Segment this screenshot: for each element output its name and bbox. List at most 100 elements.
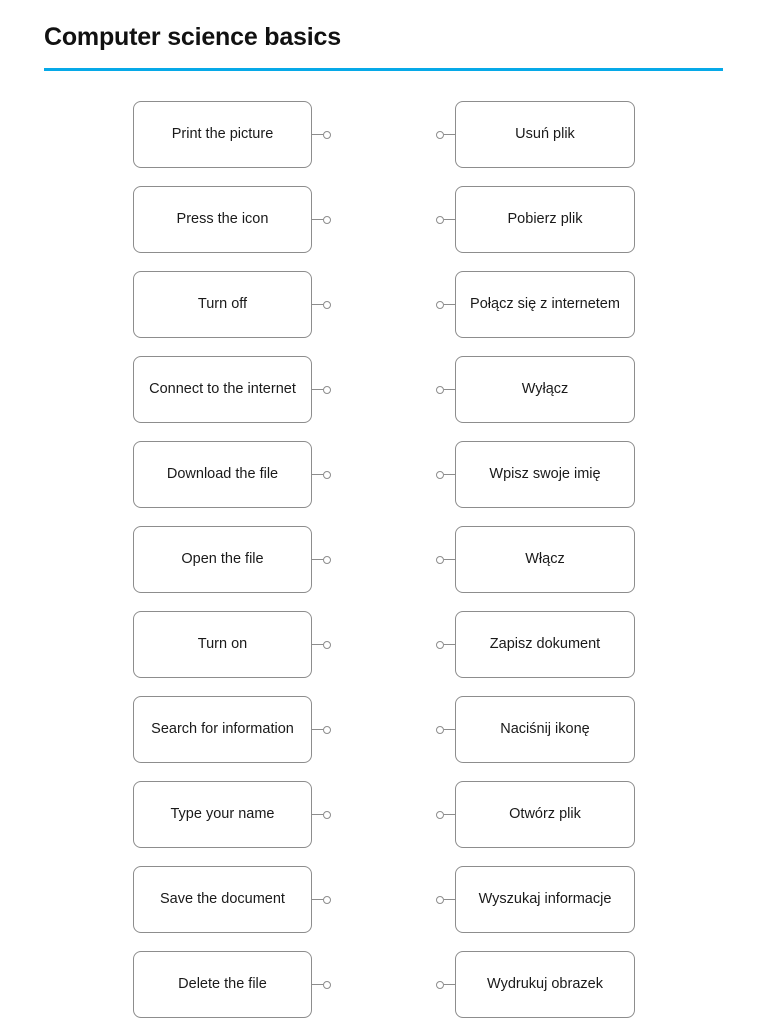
connector-anchor-left[interactable] xyxy=(312,469,336,481)
term-card-left[interactable]: Delete the file xyxy=(133,951,312,1018)
term-card-left[interactable]: Download the file xyxy=(133,441,312,508)
connector-line xyxy=(444,133,455,136)
connector-dot-icon[interactable] xyxy=(436,130,444,139)
connector-dot-icon[interactable] xyxy=(323,470,331,479)
connector-anchor-right[interactable] xyxy=(431,724,455,736)
connector-anchor-left[interactable] xyxy=(312,894,336,906)
connector-line xyxy=(444,983,455,986)
connector-line xyxy=(444,728,455,731)
matching-row: Delete the file Wydrukuj obrazek xyxy=(0,951,768,1036)
connector-anchor-left[interactable] xyxy=(312,809,336,821)
term-card-left[interactable]: Print the picture xyxy=(133,101,312,168)
connector-anchor-right[interactable] xyxy=(431,894,455,906)
connector-dot-icon[interactable] xyxy=(436,980,444,989)
connector-dot-icon[interactable] xyxy=(323,640,331,649)
connector-anchor-right[interactable] xyxy=(431,639,455,651)
connector-dot-icon[interactable] xyxy=(436,385,444,394)
connector-anchor-right[interactable] xyxy=(431,554,455,566)
connector-line xyxy=(312,303,323,306)
term-card-right[interactable]: Włącz xyxy=(455,526,635,593)
connector-anchor-right[interactable] xyxy=(431,214,455,226)
connector-anchor-left[interactable] xyxy=(312,554,336,566)
term-card-left[interactable]: Type your name xyxy=(133,781,312,848)
matching-row: Connect to the internet Wyłącz xyxy=(0,356,768,441)
connector-anchor-left[interactable] xyxy=(312,129,336,141)
connector-line xyxy=(444,218,455,221)
connector-anchor-left[interactable] xyxy=(312,979,336,991)
term-card-left[interactable]: Turn off xyxy=(133,271,312,338)
connector-line xyxy=(312,473,323,476)
connector-anchor-left[interactable] xyxy=(312,299,336,311)
connector-line xyxy=(312,133,323,136)
connector-anchor-left[interactable] xyxy=(312,724,336,736)
connector-line xyxy=(444,388,455,391)
term-card-left[interactable]: Turn on xyxy=(133,611,312,678)
term-card-left[interactable]: Press the icon xyxy=(133,186,312,253)
term-card-right[interactable]: Otwórz plik xyxy=(455,781,635,848)
connector-dot-icon[interactable] xyxy=(323,300,331,309)
connector-dot-icon[interactable] xyxy=(323,810,331,819)
page-header: Computer science basics xyxy=(44,22,724,71)
connector-dot-icon[interactable] xyxy=(323,130,331,139)
matching-row: Type your name Otwórz plik xyxy=(0,781,768,866)
connector-anchor-left[interactable] xyxy=(312,639,336,651)
connector-line xyxy=(444,303,455,306)
matching-row: Save the document Wyszukaj informacje xyxy=(0,866,768,951)
matching-row: Press the icon Pobierz plik xyxy=(0,186,768,271)
connector-line xyxy=(444,473,455,476)
connector-line xyxy=(312,983,323,986)
connector-line xyxy=(312,643,323,646)
connector-dot-icon[interactable] xyxy=(436,555,444,564)
connector-dot-icon[interactable] xyxy=(323,895,331,904)
connector-line xyxy=(312,813,323,816)
connector-dot-icon[interactable] xyxy=(323,385,331,394)
term-card-right[interactable]: Połącz się z internetem xyxy=(455,271,635,338)
connector-dot-icon[interactable] xyxy=(436,470,444,479)
connector-line xyxy=(444,558,455,561)
term-card-right[interactable]: Wyszukaj informacje xyxy=(455,866,635,933)
term-card-left[interactable]: Connect to the internet xyxy=(133,356,312,423)
term-card-right[interactable]: Pobierz plik xyxy=(455,186,635,253)
connector-anchor-right[interactable] xyxy=(431,979,455,991)
connector-dot-icon[interactable] xyxy=(323,555,331,564)
connector-anchor-right[interactable] xyxy=(431,129,455,141)
connector-anchor-left[interactable] xyxy=(312,384,336,396)
term-card-right[interactable]: Wyłącz xyxy=(455,356,635,423)
connector-dot-icon[interactable] xyxy=(436,895,444,904)
term-card-right[interactable]: Usuń plik xyxy=(455,101,635,168)
term-card-right[interactable]: Wpisz swoje imię xyxy=(455,441,635,508)
connector-dot-icon[interactable] xyxy=(436,810,444,819)
connector-anchor-right[interactable] xyxy=(431,469,455,481)
connector-dot-icon[interactable] xyxy=(436,300,444,309)
term-card-left[interactable]: Open the file xyxy=(133,526,312,593)
connector-line xyxy=(312,898,323,901)
matching-row: Turn on Zapisz dokument xyxy=(0,611,768,696)
connector-line xyxy=(312,388,323,391)
matching-row: Search for information Naciśnij ikonę xyxy=(0,696,768,781)
term-card-right[interactable]: Wydrukuj obrazek xyxy=(455,951,635,1018)
connector-line xyxy=(312,728,323,731)
matching-row: Download the file Wpisz swoje imię xyxy=(0,441,768,526)
connector-anchor-right[interactable] xyxy=(431,299,455,311)
connector-dot-icon[interactable] xyxy=(436,215,444,224)
connector-dot-icon[interactable] xyxy=(323,980,331,989)
connector-anchor-left[interactable] xyxy=(312,214,336,226)
connector-dot-icon[interactable] xyxy=(436,640,444,649)
connector-dot-icon[interactable] xyxy=(436,725,444,734)
term-card-left[interactable]: Search for information xyxy=(133,696,312,763)
matching-row: Print the picture Usuń plik xyxy=(0,101,768,186)
page-title: Computer science basics xyxy=(44,23,341,51)
connector-dot-icon[interactable] xyxy=(323,725,331,734)
matching-row: Turn off Połącz się z internetem xyxy=(0,271,768,356)
term-card-left[interactable]: Save the document xyxy=(133,866,312,933)
title-divider xyxy=(44,68,723,71)
connector-line xyxy=(312,558,323,561)
term-card-right[interactable]: Zapisz dokument xyxy=(455,611,635,678)
connector-line xyxy=(444,643,455,646)
connector-anchor-right[interactable] xyxy=(431,809,455,821)
connector-dot-icon[interactable] xyxy=(323,215,331,224)
term-card-right[interactable]: Naciśnij ikonę xyxy=(455,696,635,763)
connector-anchor-right[interactable] xyxy=(431,384,455,396)
